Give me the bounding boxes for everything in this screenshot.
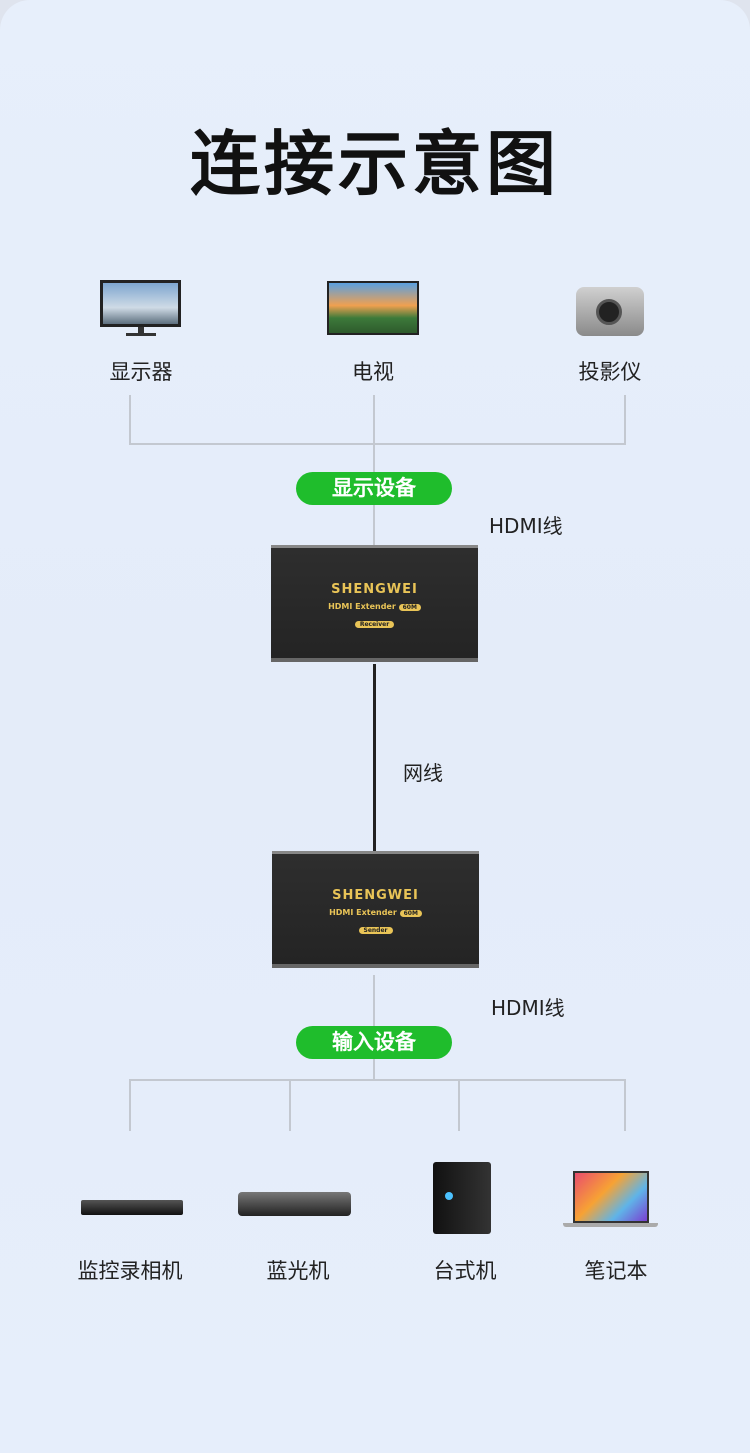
brand-label: SHENGWEI	[332, 888, 419, 903]
display-devices-badge: 显示设备	[296, 472, 452, 505]
device-label: 台式机	[433, 1259, 497, 1283]
device-label: 电视	[352, 360, 394, 384]
connector-line	[129, 1079, 626, 1081]
tv-icon	[327, 281, 419, 338]
page-title: 连接示意图	[190, 123, 560, 205]
desktop-pc-icon	[433, 1162, 491, 1234]
network-cable	[373, 664, 376, 852]
device-label: 投影仪	[578, 360, 642, 384]
connector-line	[129, 1079, 131, 1131]
brand-label: SHENGWEI	[331, 582, 418, 597]
range-badge: 60M	[399, 910, 422, 917]
device-label: 显示器	[109, 360, 173, 384]
receiver-device: SHENGWEI HDMI Extender 60M Receiver	[271, 545, 478, 662]
sender-device: SHENGWEI HDMI Extender 60M Sender	[272, 851, 479, 968]
network-cable-label: 网线	[403, 761, 443, 785]
monitor-icon	[100, 280, 181, 336]
device-label: 笔记本	[584, 1259, 648, 1283]
projector-icon	[576, 287, 644, 336]
connector-line	[129, 395, 131, 445]
hdmi-cable-label: HDMI线	[489, 514, 563, 538]
device-label: 蓝光机	[266, 1259, 330, 1283]
connector-line	[458, 1079, 460, 1131]
connector-line	[373, 395, 375, 547]
input-devices-badge: 输入设备	[296, 1026, 452, 1059]
connector-line	[289, 1079, 291, 1131]
connector-line	[624, 395, 626, 445]
role-badge: Sender	[358, 927, 393, 934]
connector-line	[129, 443, 626, 445]
role-badge: Receiver	[354, 621, 395, 628]
model-label: HDMI Extender	[329, 908, 397, 917]
laptop-icon	[563, 1171, 658, 1228]
range-badge: 60M	[398, 604, 421, 611]
dvr-icon	[81, 1200, 183, 1215]
device-label: 监控录相机	[77, 1259, 183, 1283]
connector-line	[624, 1079, 626, 1131]
model-label: HDMI Extender	[328, 602, 396, 611]
bluray-player-icon	[238, 1192, 351, 1216]
hdmi-cable-label: HDMI线	[491, 996, 565, 1020]
